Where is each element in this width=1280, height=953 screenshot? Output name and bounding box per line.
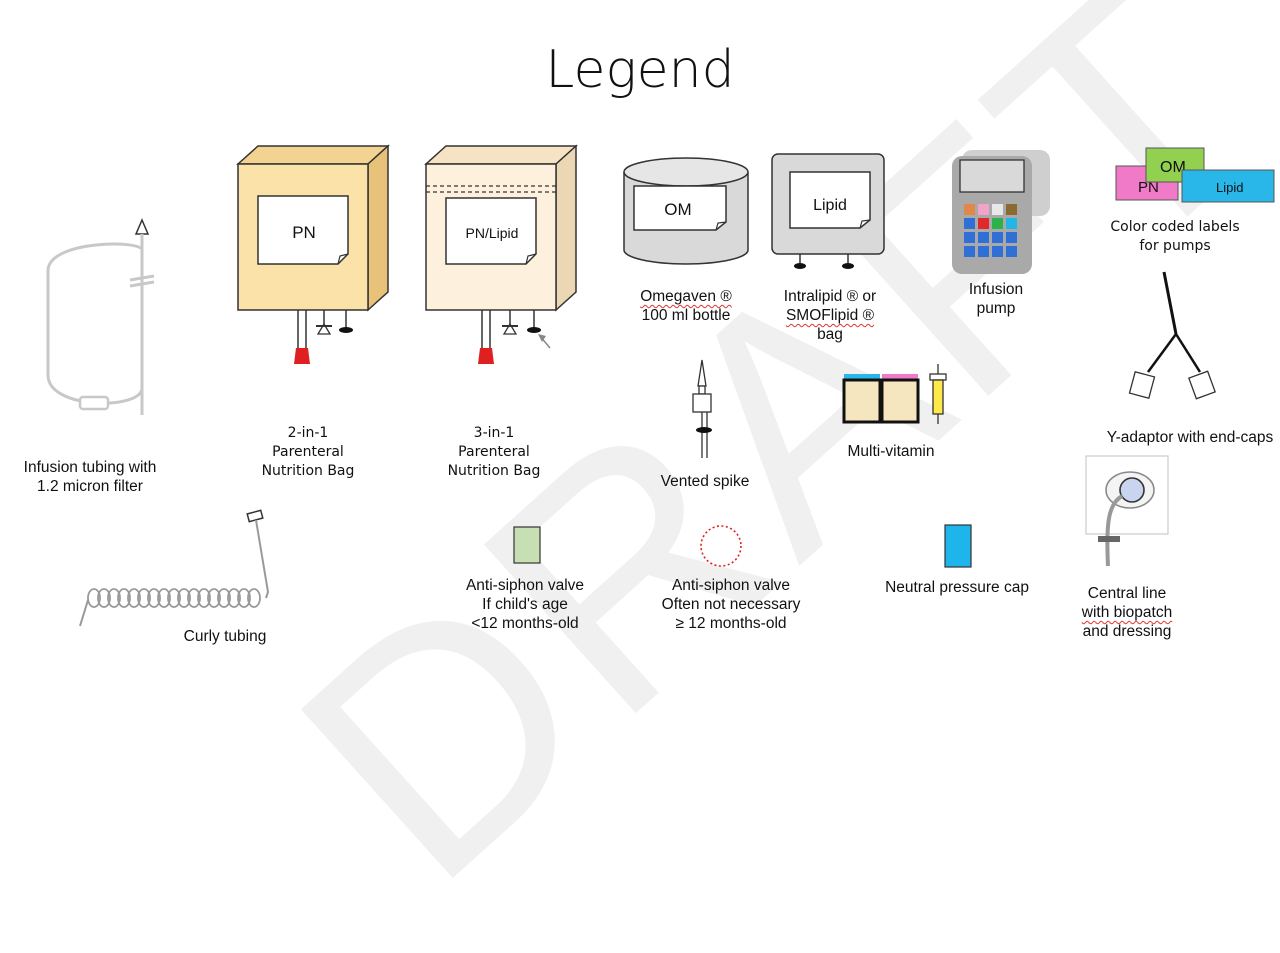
pn-lipid-bag-icon: PN/Lipid — [424, 144, 578, 364]
neutral-cap-caption: Neutral pressure cap — [885, 579, 1029, 596]
infusion-tubing-icon — [46, 218, 155, 415]
multivitamin-caption: Multi-vitamin — [847, 443, 935, 460]
pn-bag-label: PN — [292, 223, 316, 242]
curly-tubing-caption: Curly tubing — [183, 628, 267, 645]
y-adaptor-caption: Y-adaptor with end-caps — [1106, 429, 1274, 446]
omegaven-label: OM — [664, 200, 691, 219]
intralipid-label: Lipid — [813, 197, 847, 214]
central-line-icon — [1085, 455, 1169, 567]
color-labels-icon: PN OM Lipid — [1115, 147, 1275, 203]
omegaven-caption: Omegaven ®100 ml bottle — [640, 288, 732, 324]
pn-bag-icon: PN — [236, 144, 390, 364]
intralipid-bag-icon: Lipid — [771, 153, 885, 269]
y-adaptor-icon — [1128, 271, 1216, 400]
valve-dotted-icon — [700, 525, 742, 567]
label-om: OM — [1160, 159, 1186, 176]
page-title: Legend — [545, 40, 735, 100]
label-lipid: Lipid — [1216, 180, 1243, 195]
neutral-cap-icon — [944, 524, 972, 568]
vented-spike-icon — [692, 359, 712, 458]
multivitamin-icon — [842, 364, 947, 424]
pn-lipid-bag-label: PN/Lipid — [466, 225, 519, 241]
infusion-pump-icon — [952, 150, 1050, 274]
valve-green-icon — [513, 526, 541, 564]
label-pn: PN — [1138, 179, 1159, 196]
omegaven-bottle-icon: OM — [623, 157, 749, 265]
curly-tubing-icon — [79, 509, 270, 627]
vented-spike-caption: Vented spike — [660, 473, 750, 490]
